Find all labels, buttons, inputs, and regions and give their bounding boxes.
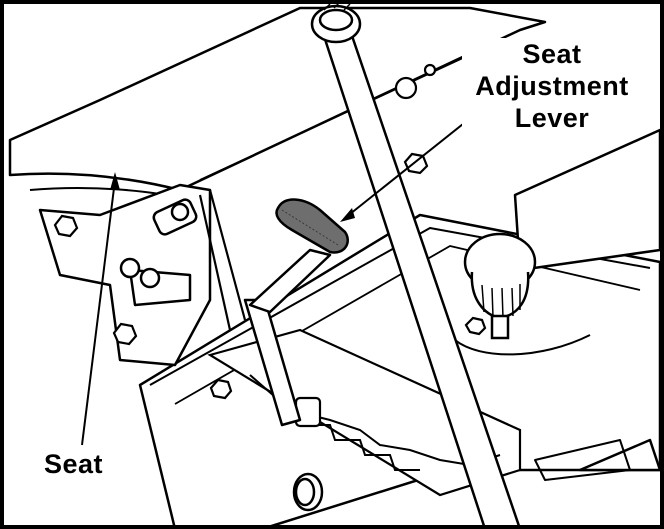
round-plug	[292, 472, 324, 512]
lever-label-line-3: Lever	[462, 102, 642, 134]
leader-lines	[81, 119, 469, 446]
seat-label: Seat	[44, 448, 104, 480]
seat-adjustment-lever-label: Seat Adjustment Lever	[462, 38, 642, 134]
seat-adjustment-lever	[243, 198, 349, 427]
seat-bracket	[38, 183, 247, 367]
steering-rod	[310, 1, 522, 529]
fasteners	[53, 63, 487, 400]
lever-label-line-2: Adjustment	[462, 70, 642, 102]
lever-label-line-1: Seat	[462, 38, 642, 70]
control-knob	[454, 232, 591, 356]
